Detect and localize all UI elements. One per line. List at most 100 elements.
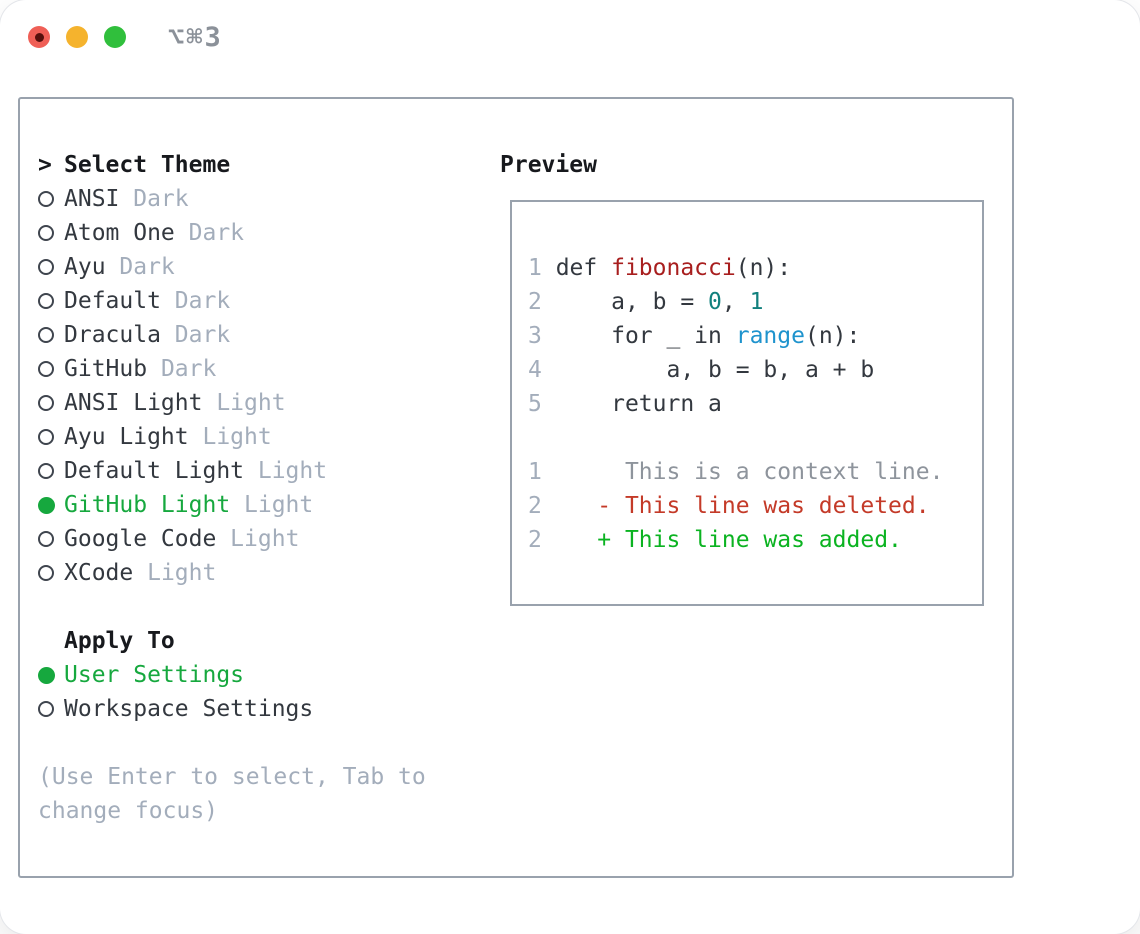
preview-line bbox=[528, 421, 982, 455]
apply-option-label: Workspace Settings bbox=[64, 696, 314, 722]
apply-option-user-settings[interactable]: User Settings bbox=[38, 658, 313, 692]
radio-circle-icon bbox=[38, 701, 64, 717]
theme-option-default[interactable]: Default Dark bbox=[38, 284, 327, 318]
preview-line: 2 + This line was added. bbox=[528, 523, 982, 557]
code-token-plain: (n): bbox=[804, 323, 861, 349]
code-token-func: fibonacci bbox=[611, 255, 736, 281]
line-number: 4 bbox=[528, 357, 556, 383]
theme-option-ayu-light[interactable]: Ayu Light Light bbox=[38, 420, 327, 454]
radio-circle-icon bbox=[38, 429, 64, 445]
code-token-deleted: - This line was deleted. bbox=[555, 493, 930, 519]
preview-line: 4 a, b = b, a + b bbox=[528, 353, 982, 387]
preview-line: 2 - This line was deleted. bbox=[528, 489, 982, 523]
theme-option-github[interactable]: GitHub Dark bbox=[38, 352, 327, 386]
theme-option-label: XCode bbox=[64, 560, 134, 586]
theme-option-tag: Dark bbox=[147, 356, 217, 382]
theme-option-tag: Light bbox=[133, 560, 217, 586]
code-token-plain: , bbox=[721, 289, 750, 315]
theme-option-label: Default Light bbox=[64, 458, 245, 484]
theme-option-default-light[interactable]: Default Light Light bbox=[38, 454, 327, 488]
radio-circle-icon bbox=[38, 225, 64, 241]
radio-circle-icon bbox=[38, 531, 64, 547]
apply-to-header-row: Apply To bbox=[38, 624, 313, 658]
radio-circle-icon bbox=[38, 293, 64, 309]
line-number: 1 bbox=[528, 255, 556, 281]
theme-option-tag: Light bbox=[244, 458, 328, 484]
code-token-num: 1 bbox=[749, 289, 764, 315]
theme-option-atom-one[interactable]: Atom One Dark bbox=[38, 216, 327, 250]
theme-option-tag: Light bbox=[202, 390, 286, 416]
line-number bbox=[528, 425, 556, 451]
theme-option-ayu[interactable]: Ayu Dark bbox=[38, 250, 327, 284]
code-token-num: 0 bbox=[708, 289, 722, 315]
help-text-line: change focus) bbox=[38, 798, 219, 824]
preview-line: 1 This is a context line. bbox=[528, 455, 982, 489]
cursor-icon: > bbox=[38, 152, 52, 178]
apply-option-label: User Settings bbox=[64, 662, 245, 688]
theme-option-tag: Dark bbox=[174, 220, 245, 246]
theme-option-tag: Dark bbox=[119, 186, 189, 212]
theme-option-tag: Light bbox=[188, 424, 272, 450]
radio-circle-icon bbox=[38, 327, 64, 343]
theme-option-tag: Light bbox=[216, 526, 300, 552]
help-text: (Use Enter to select, Tab to change focus… bbox=[38, 760, 426, 828]
radio-circle-icon bbox=[38, 666, 64, 684]
radio-circle-icon bbox=[38, 361, 64, 377]
theme-option-ansi[interactable]: ANSI Dark bbox=[38, 182, 327, 216]
theme-option-xcode[interactable]: XCode Light bbox=[38, 556, 327, 590]
preview-line: 1 def fibonacci(n): bbox=[528, 251, 982, 285]
theme-list-title: Select Theme bbox=[64, 152, 231, 178]
line-number: 3 bbox=[528, 323, 556, 349]
radio-circle-icon bbox=[38, 496, 64, 514]
line-number: 1 bbox=[528, 459, 556, 485]
code-token-plain: for _ in bbox=[555, 323, 736, 349]
zoom-button[interactable] bbox=[104, 26, 126, 48]
window-title: ⌥⌘3 bbox=[168, 21, 223, 53]
line-number: 2 bbox=[528, 289, 556, 315]
code-token-plain: return a bbox=[555, 391, 722, 417]
code-token-context: This is a context line. bbox=[555, 459, 944, 485]
close-button[interactable] bbox=[28, 26, 50, 48]
theme-option-google-code[interactable]: Google Code Light bbox=[38, 522, 327, 556]
help-text-line: (Use Enter to select, Tab to bbox=[38, 764, 426, 790]
theme-option-label: ANSI Light bbox=[64, 390, 203, 416]
code-token-plain: def bbox=[555, 255, 612, 281]
theme-option-label: ANSI bbox=[64, 186, 120, 212]
radio-circle-icon bbox=[38, 463, 64, 479]
code-token-plain: (n): bbox=[735, 255, 792, 281]
theme-option-label: Atom One bbox=[64, 220, 175, 246]
code-token-plain: a, b = bbox=[555, 289, 709, 315]
apply-to-title: Apply To bbox=[64, 628, 175, 654]
code-token-added: + This line was added. bbox=[555, 527, 902, 553]
line-number: 5 bbox=[528, 391, 556, 417]
theme-option-label: Ayu bbox=[64, 254, 106, 280]
apply-option-workspace-settings[interactable]: Workspace Settings bbox=[38, 692, 313, 726]
theme-option-label: Ayu Light bbox=[64, 424, 189, 450]
preview-line: 2 a, b = 0, 1 bbox=[528, 285, 982, 319]
line-number: 2 bbox=[528, 493, 556, 519]
theme-option-label: GitHub Light bbox=[64, 492, 231, 518]
theme-option-label: GitHub bbox=[64, 356, 148, 382]
minimize-button[interactable] bbox=[66, 26, 88, 48]
theme-option-dracula[interactable]: Dracula Dark bbox=[38, 318, 327, 352]
theme-option-tag: Dark bbox=[160, 322, 231, 348]
unsaved-dot-icon bbox=[34, 32, 44, 42]
theme-option-tag: Light bbox=[230, 492, 314, 518]
theme-option-tag: Dark bbox=[105, 254, 175, 280]
radio-circle-icon bbox=[38, 395, 64, 411]
theme-option-github-light[interactable]: GitHub Light Light bbox=[38, 488, 327, 522]
theme-option-label: Dracula bbox=[64, 322, 161, 348]
radio-circle-icon bbox=[38, 191, 64, 207]
title-bar: ⌥⌘3 bbox=[28, 22, 223, 53]
line-number: 2 bbox=[528, 527, 556, 553]
theme-option-label: Default bbox=[64, 288, 161, 314]
preview-header-row: Preview bbox=[500, 148, 597, 182]
theme-option-tag: Dark bbox=[160, 288, 231, 314]
theme-option-ansi-light[interactable]: ANSI Light Light bbox=[38, 386, 327, 420]
code-token-builtin: range bbox=[735, 323, 805, 349]
